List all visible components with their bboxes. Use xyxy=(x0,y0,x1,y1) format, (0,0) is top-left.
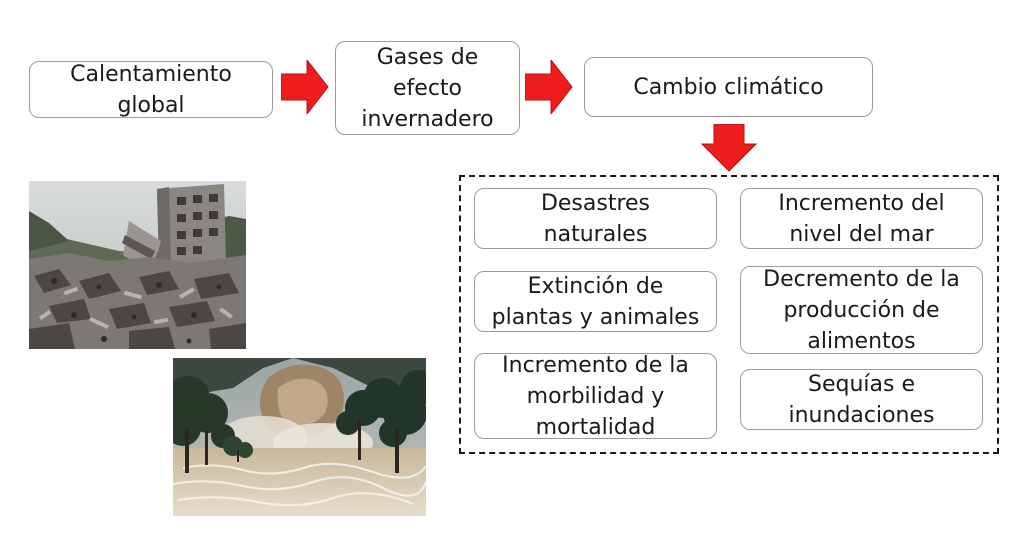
flood-photo xyxy=(173,358,426,516)
effect-label: Incremento de la morbilidad y mortalidad xyxy=(502,352,689,440)
flow-box-gases-efecto-invernadero: Gases de efecto invernadero xyxy=(335,41,520,135)
effect-label: Decremento de la producción de alimentos xyxy=(763,266,960,354)
effect-box-sequias-inundaciones: Sequías e inundaciones xyxy=(740,369,983,430)
right-arrow-icon xyxy=(525,60,573,114)
flow-box-calentamiento-global: Calentamiento global xyxy=(29,61,273,118)
down-arrow-icon xyxy=(701,124,757,172)
effect-box-desastres-naturales: Desastres naturales xyxy=(474,188,717,249)
effect-box-produccion-alimentos: Decremento de la producción de alimentos xyxy=(740,266,983,354)
effect-label: Incremento del nivel del mar xyxy=(778,190,945,247)
effect-label: Sequías e inundaciones xyxy=(788,371,935,428)
effects-container xyxy=(459,175,999,454)
flow-label-cambio-climatico: Cambio climático xyxy=(633,74,824,100)
effect-box-extincion: Extinción de plantas y animales xyxy=(474,271,717,332)
effect-box-morbilidad-mortalidad: Incremento de la morbilidad y mortalidad xyxy=(474,353,717,440)
collapsed-building-photo xyxy=(29,181,246,349)
flow-label-calentamiento-global: Calentamiento global xyxy=(70,61,232,118)
flow-box-cambio-climatico: Cambio climático xyxy=(584,57,873,117)
effect-box-nivel-del-mar: Incremento del nivel del mar xyxy=(740,188,983,249)
effect-label: Desastres naturales xyxy=(540,190,651,247)
effect-label: Extinción de plantas y animales xyxy=(491,273,700,330)
flow-label-gases-efecto-invernadero: Gases de efecto invernadero xyxy=(361,44,494,132)
right-arrow-icon xyxy=(281,60,329,114)
